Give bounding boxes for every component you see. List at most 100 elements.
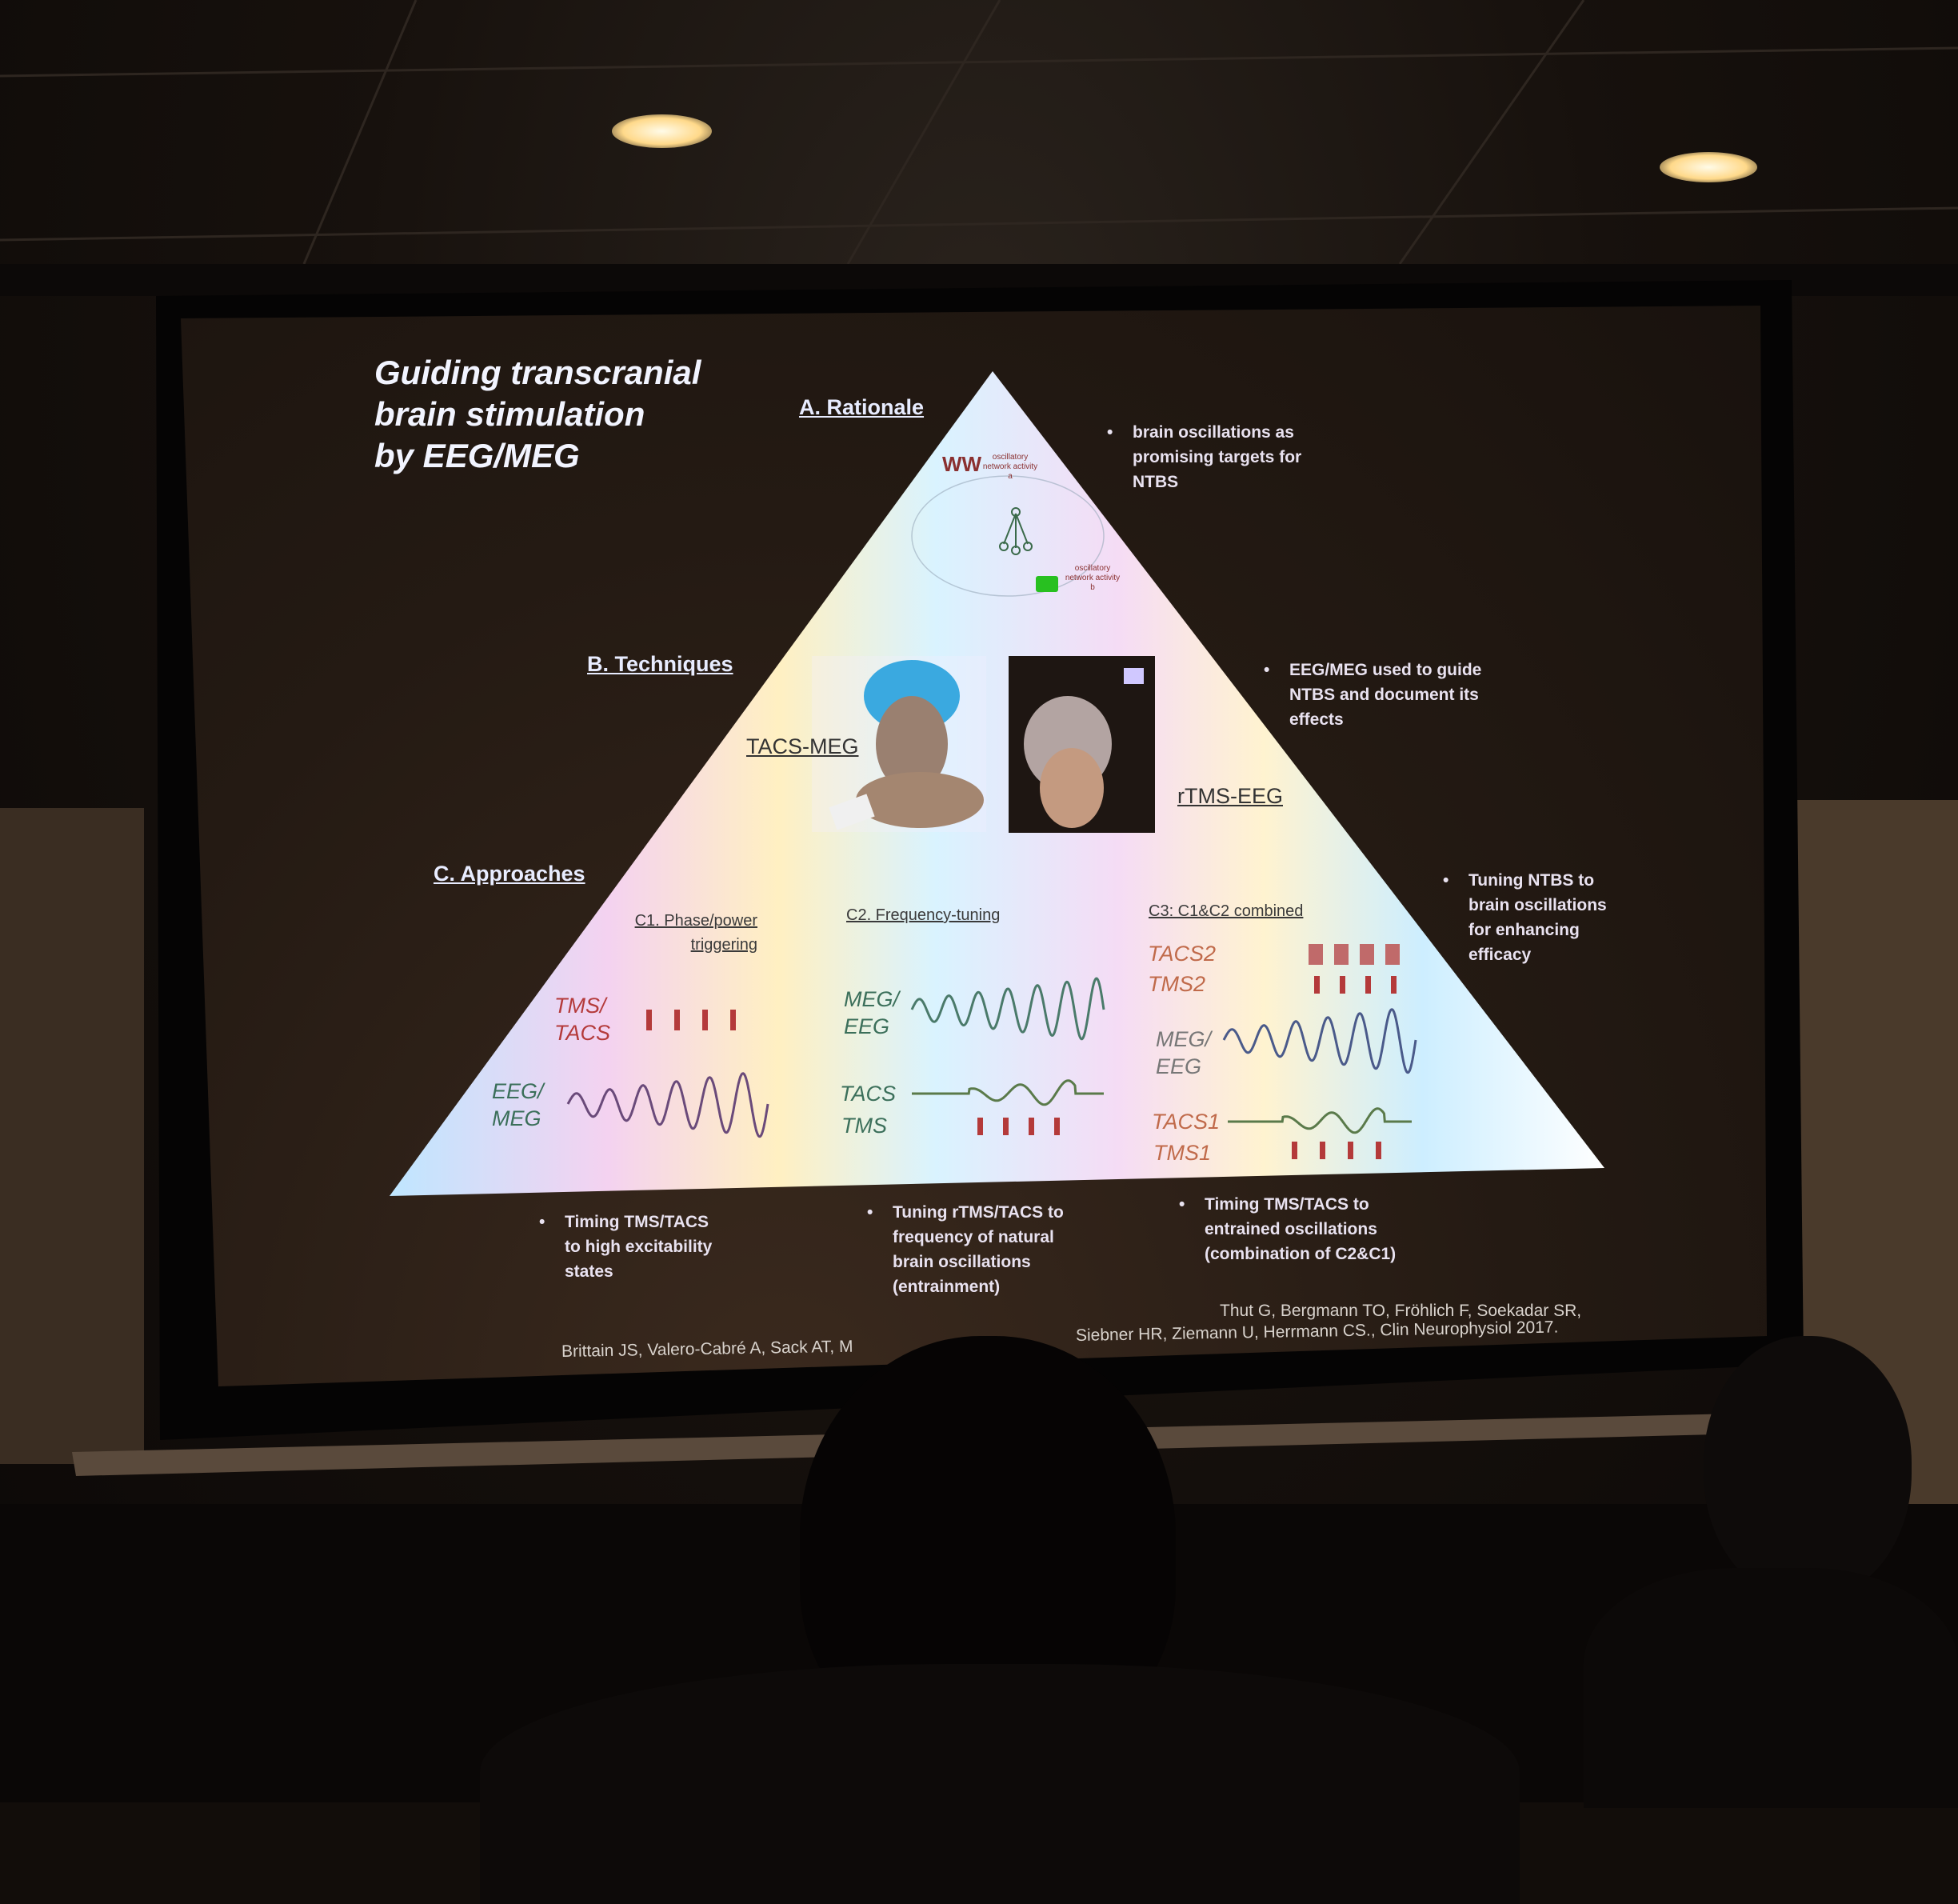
rtms-eeg-photo <box>1009 656 1155 833</box>
c1-tms-pulse <box>702 1010 708 1030</box>
c2-record-label: MEG/ EEG <box>844 986 899 1040</box>
label-line: EEG/ <box>492 1079 544 1103</box>
c2-tms-pulse <box>1054 1118 1060 1135</box>
bullet-line: NTBS <box>1133 473 1179 491</box>
approaches-heading: C. Approaches <box>434 862 585 886</box>
title-line: brain stimulation <box>374 395 645 433</box>
label-line: MEG/ <box>844 987 900 1011</box>
wall-panel <box>0 808 144 1464</box>
label-line: TACS <box>554 1021 611 1045</box>
title-line: by EEG/MEG <box>374 437 580 474</box>
c3-tacs2-pulse <box>1385 944 1400 965</box>
tacs-meg-label: TACS-MEG <box>746 734 859 758</box>
c3-tacs2-pulse <box>1360 944 1374 965</box>
bullet-line: to high excitability <box>565 1238 713 1256</box>
tacs-meg-head-image <box>812 656 986 832</box>
c1-title: C1. Phase/power triggering <box>605 909 757 957</box>
c2-tms-pulse <box>977 1118 983 1135</box>
rationale-bullet: • brain oscillations as promising target… <box>1107 420 1302 494</box>
citation-line-1: Thut G, Bergmann TO, Fröhlich F, Soekada… <box>1220 1302 1582 1320</box>
c3-tacs1-waveform <box>1228 1107 1412 1134</box>
c3-tacs2-pulse <box>1309 944 1323 965</box>
c3-tms1-label: TMS1 <box>1153 1141 1212 1165</box>
c3-tacs1-label: TACS1 <box>1152 1110 1221 1134</box>
c1-title-line: triggering <box>690 936 757 954</box>
title-line: Guiding transcranial <box>374 354 701 391</box>
audience-shoulders-silhouette <box>480 1664 1520 1904</box>
techniques-bullet: • EEG/MEG used to guide NTBS and documen… <box>1264 658 1482 732</box>
network-a-label: oscillatory network activity a <box>982 453 1038 481</box>
c1-summary-bullet: • Timing TMS/TACS to high excitability s… <box>539 1210 713 1284</box>
ceiling-light <box>1660 152 1757 182</box>
bullet-line: EEG/MEG used to guide <box>1289 661 1482 679</box>
c1-record-label: EEG/ MEG <box>492 1078 544 1132</box>
label-line: EEG <box>1156 1054 1202 1078</box>
c3-tms1-pulse <box>1292 1142 1297 1159</box>
brain-sketch <box>911 475 1105 597</box>
network-b-green-icon <box>1036 576 1058 592</box>
bullet-line: entrained oscillations <box>1205 1220 1377 1238</box>
c3-tms1-pulse <box>1320 1142 1325 1159</box>
bullet-line: (combination of C2&C1) <box>1205 1245 1397 1263</box>
bullet-line: Timing TMS/TACS to <box>1205 1195 1369 1214</box>
network-b-label: oscillatory network activity b <box>1065 564 1121 592</box>
c1-eeg-waveform <box>566 1072 769 1138</box>
bullet-line: brain oscillations <box>1468 896 1607 914</box>
c3-tacs2-label: TACS2 <box>1148 942 1217 966</box>
c1-tms-pulse <box>674 1010 680 1030</box>
c3-tms2-pulse <box>1391 976 1397 994</box>
bullet-line: Timing TMS/TACS <box>565 1213 709 1231</box>
c3-tms2-pulse <box>1365 976 1371 994</box>
c2-title: C2. Frequency-tuning <box>846 906 1001 924</box>
bullet-line: (entrainment) <box>893 1278 1001 1296</box>
bullet-line: brain oscillations <box>893 1253 1031 1271</box>
c1-title-line: C1. Phase/power <box>634 912 757 930</box>
c3-tms2-label: TMS2 <box>1148 972 1206 996</box>
c3-meg-waveform <box>1222 1008 1417 1074</box>
c3-tms2-pulse <box>1340 976 1345 994</box>
bullet-line: Tuning rTMS/TACS to <box>893 1203 1064 1222</box>
techniques-heading: B. Techniques <box>587 652 733 676</box>
bullet-line: frequency of natural <box>893 1228 1054 1246</box>
c1-tms-pulse <box>646 1010 652 1030</box>
c3-tms1-pulse <box>1376 1142 1381 1159</box>
c3-tacs2-pulse <box>1334 944 1349 965</box>
c2-tacs-label: TACS <box>840 1082 897 1106</box>
c2-meg-waveform <box>910 977 1105 1041</box>
c3-record-label: MEG/ EEG <box>1156 1026 1211 1080</box>
c2-tms-label: TMS <box>841 1114 887 1138</box>
network-node-icon <box>999 507 1033 555</box>
presentation-slide: Guiding transcranial brain stimulation b… <box>181 306 1767 1386</box>
slide-title: Guiding transcranial brain stimulation b… <box>374 352 701 477</box>
label-line: MEG <box>492 1106 541 1130</box>
audience-head-silhouette <box>1704 1336 1912 1600</box>
ceiling-light <box>612 114 712 148</box>
c3-tms1-pulse <box>1348 1142 1353 1159</box>
label-line: MEG/ <box>1156 1027 1212 1051</box>
rationale-heading: A. Rationale <box>799 395 925 419</box>
c2-summary-bullet: • Tuning rTMS/TACS to frequency of natur… <box>867 1200 1064 1299</box>
c2-tms-pulse <box>1029 1118 1034 1135</box>
c3-title: C3: C1&C2 combined <box>1149 902 1304 920</box>
bullet-line: brain oscillations as <box>1133 423 1294 442</box>
rtms-eeg-label: rTMS-EEG <box>1177 784 1283 808</box>
c2-tacs-waveform <box>912 1079 1104 1106</box>
audience-shoulders-silhouette <box>1584 1568 1958 1808</box>
c1-tms-pulse <box>730 1010 736 1030</box>
label-line: EEG <box>844 1014 890 1038</box>
bullet-line: for enhancing <box>1468 921 1580 939</box>
slide-graphics <box>390 371 1604 1196</box>
bullet-line: efficacy <box>1468 946 1532 964</box>
approaches-bullet: • Tuning NTBS to brain oscillations for … <box>1443 868 1607 967</box>
c3-summary-bullet: • Timing TMS/TACS to entrained oscillati… <box>1179 1192 1397 1266</box>
bullet-line: promising targets for <box>1133 448 1302 466</box>
wave-glyph: WW <box>942 452 982 476</box>
bullet-line: Tuning NTBS to <box>1468 871 1595 890</box>
label-line: TMS/ <box>554 994 606 1018</box>
pyramid-triangle <box>390 371 1604 1196</box>
bullet-line: NTBS and document its <box>1289 686 1479 704</box>
c2-tms-pulse <box>1003 1118 1009 1135</box>
bullet-line: effects <box>1289 710 1344 729</box>
c3-tms2-pulse <box>1314 976 1320 994</box>
c1-stim-label: TMS/ TACS <box>554 992 610 1046</box>
